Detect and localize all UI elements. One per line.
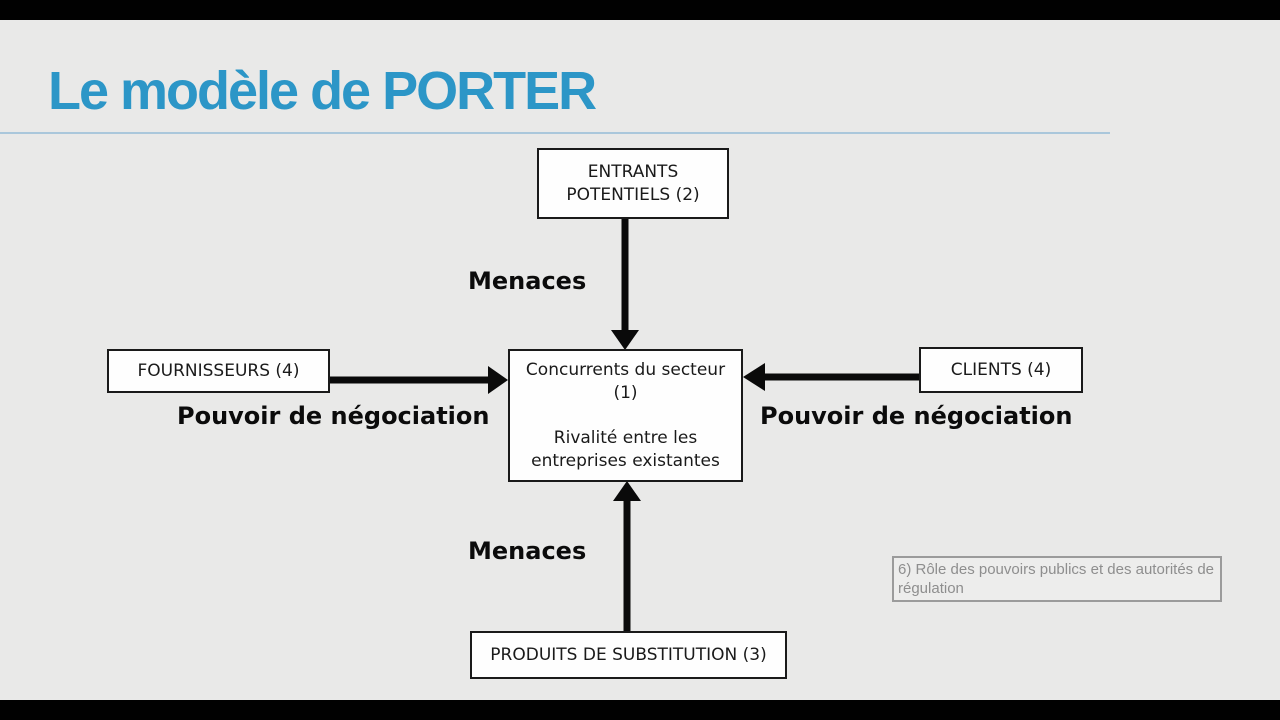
title-divider	[0, 132, 1110, 134]
box-fournisseurs: FOURNISSEURS (4)	[107, 349, 330, 393]
box-clients-label: CLIENTS (4)	[950, 359, 1052, 380]
letterbox-top	[0, 0, 1280, 20]
box-concurrents-line2: Rivalité entre les entreprises existante…	[531, 427, 720, 471]
box-substitution-label: PRODUITS DE SUBSTITUTION (3)	[490, 644, 767, 665]
box-produits-substitution: PRODUITS DE SUBSTITUTION (3)	[470, 631, 787, 679]
box-entrants-label: ENTRANTS POTENTIELS (2)	[566, 161, 700, 205]
slide: Le modèle de PORTER ENTRANTS POTENTIELS …	[0, 20, 1280, 700]
box-entrants-potentiels: ENTRANTS POTENTIELS (2)	[537, 148, 729, 219]
label-menaces-bottom: Menaces	[468, 537, 587, 565]
box-concurrents-secteur: Concurrents du secteur (1) Rivalité entr…	[508, 349, 743, 482]
page-title: Le modèle de PORTER	[48, 61, 597, 121]
box-concurrents-line1: Concurrents du secteur (1)	[525, 359, 726, 403]
label-pouvoir-negociation-left: Pouvoir de négociation	[177, 402, 490, 430]
box-clients: CLIENTS (4)	[919, 347, 1083, 393]
threat-arrow-bottom-icon	[613, 481, 641, 631]
label-pouvoir-negociation-right: Pouvoir de négociation	[760, 402, 1073, 430]
threat-arrow-top-icon	[611, 219, 639, 350]
bargaining-arrow-left-icon	[330, 366, 508, 394]
note-pouvoirs-publics: 6) Rôle des pouvoirs publics et des auto…	[892, 556, 1222, 602]
box-fournisseurs-label: FOURNISSEURS (4)	[137, 360, 300, 381]
bargaining-arrow-right-icon	[743, 363, 919, 391]
label-menaces-top: Menaces	[468, 267, 587, 295]
letterbox-bottom	[0, 700, 1280, 720]
